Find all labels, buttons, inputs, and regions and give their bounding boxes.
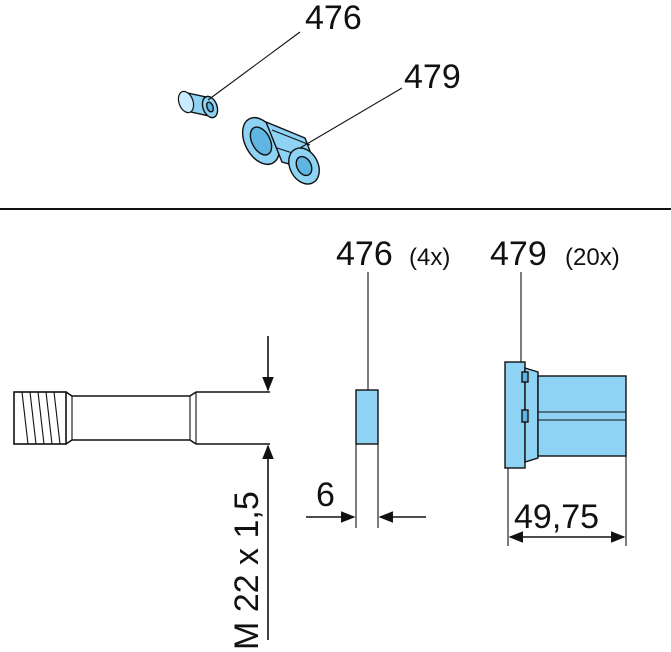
nut-number: 479	[490, 235, 547, 273]
bushing-qty: (4x)	[409, 244, 450, 271]
wheel-stud: M 22 x 1,5	[13, 336, 274, 650]
nut-length-dim: 49,75	[514, 498, 599, 536]
stud-thread-dim: M 22 x 1,5	[228, 491, 266, 650]
bushing-number: 476	[336, 235, 393, 273]
nut-479-iso	[241, 116, 320, 185]
exploded-view: 476 479	[177, 0, 461, 185]
leader-476	[207, 31, 301, 101]
bushing-476-iso	[177, 90, 219, 119]
bushing-476-side: 476 (4x) 6	[306, 235, 450, 528]
nut-479-side: 479 (20x) 49,75	[490, 235, 627, 546]
callout-476: 476	[305, 0, 362, 37]
leader-479	[299, 87, 403, 149]
bushing-width-dim: 6	[316, 476, 335, 514]
nut-qty: (20x)	[565, 244, 620, 271]
callout-479: 479	[404, 58, 461, 96]
